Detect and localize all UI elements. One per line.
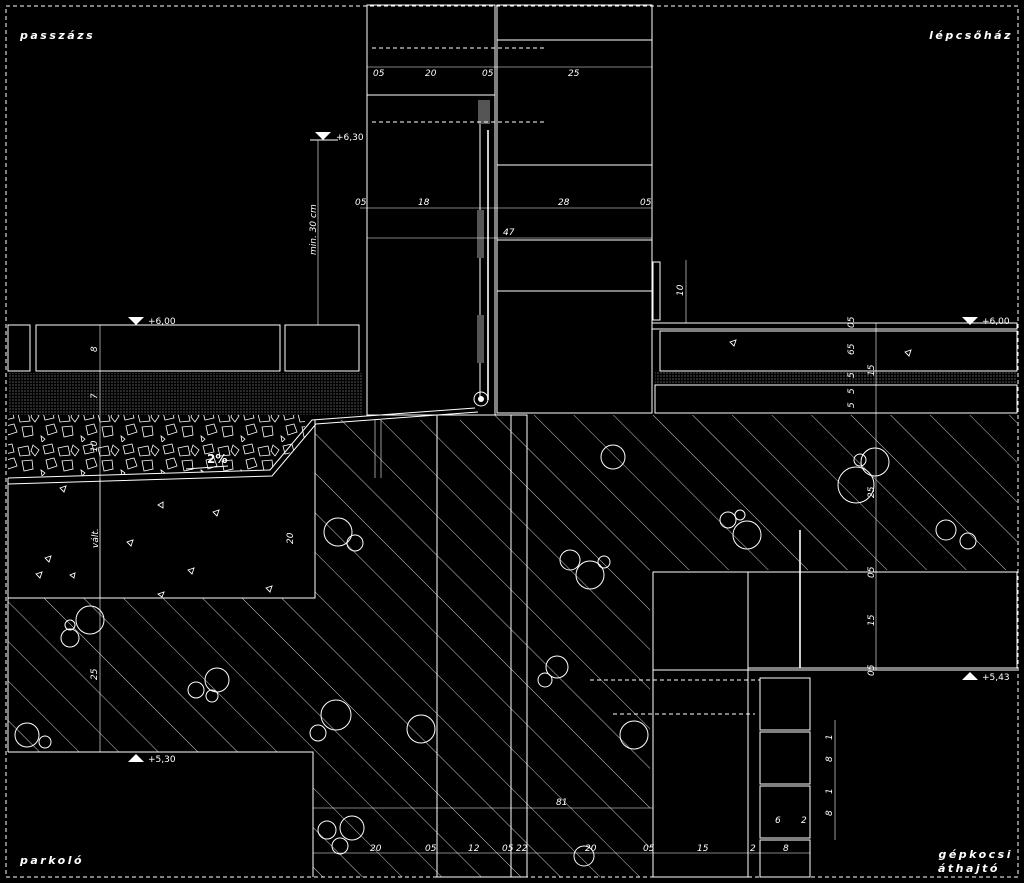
right-floor [651, 261, 1018, 414]
dim-left-3: 20 [286, 532, 296, 544]
parking-ceiling-outline [8, 751, 314, 877]
level-slab-bottom: +5,43 [982, 673, 1010, 683]
dim-bottom-8: 2 [750, 844, 756, 854]
dim-right-3: 15 [867, 364, 877, 376]
dim-right-8: 15 [867, 614, 877, 626]
dim-bottom-1: 05 [425, 844, 437, 854]
dim-brick-3: 8 [825, 810, 835, 816]
dim-bottom-5: 20 [585, 844, 597, 854]
dim-right-4: 5 [847, 388, 857, 394]
dim-bottom-6: 05 [643, 844, 655, 854]
level-top: +6,30 [336, 133, 364, 143]
label-parking: parkoló [19, 854, 84, 867]
dim-left-4: 25 [90, 668, 100, 680]
dim-right-5: 5 [847, 402, 857, 408]
dim-top-1: 20 [425, 69, 437, 79]
dim-right-6: 25 [867, 486, 877, 498]
variable-note: vált. [91, 528, 101, 548]
dimension-lines [99, 66, 877, 854]
lower-wall [374, 414, 528, 878]
dim-mid-0: 05 [355, 198, 367, 208]
dim-right-2: 5 [847, 372, 857, 378]
dim-brick-5: 2 [801, 816, 807, 826]
dim-bottom-4: 22 [516, 844, 528, 854]
dim-upturn: 10 [676, 284, 686, 296]
level-markers [128, 132, 978, 762]
concrete-mass-hatch [8, 415, 1017, 877]
label-car-passage: gépkocsi [938, 848, 1013, 861]
dim-mid-1: 18 [418, 198, 430, 208]
label-car-passage-2: áthajtó [938, 862, 1000, 875]
dim-left-1: 7 [90, 393, 100, 399]
dim-left-2: 10 [90, 440, 100, 452]
level-right: +6,00 [982, 317, 1010, 327]
dim-top-0: 05 [373, 69, 385, 79]
dim-right-7: 05 [867, 566, 877, 578]
lower-slab [590, 530, 1018, 878]
dim-brick-1: 8 [825, 756, 835, 762]
dim-brick-0: 1 [825, 734, 835, 740]
dim-bottom-9: 8 [783, 844, 789, 854]
dim-top-2: 05 [482, 69, 494, 79]
dim-mid-3: 05 [640, 198, 652, 208]
dim-total-81: 81 [556, 798, 567, 808]
dim-bottom-2: 12 [468, 844, 480, 854]
upper-wall [366, 4, 653, 416]
label-stairwell: lépcsőház [929, 29, 1013, 42]
dim-bottom-3: 05 [502, 844, 514, 854]
dim-mid-2: 28 [558, 198, 570, 208]
dim-right-0: 05 [847, 316, 857, 328]
aggregate-circles [14, 444, 977, 867]
dim-bottom-0: 20 [370, 844, 382, 854]
dim-bottom-7: 15 [697, 844, 709, 854]
label-passage: passzázs [19, 29, 95, 42]
dim-mid-total: 47 [503, 228, 515, 238]
level-left: +6,00 [148, 317, 176, 327]
dim-brick-4: 6 [775, 816, 781, 826]
slope-label: 2% [207, 452, 227, 466]
dim-left-0: 8 [90, 346, 100, 352]
dim-right-1: 65 [847, 343, 857, 355]
dim-top-3: 25 [568, 69, 580, 79]
level-parking: +5,30 [148, 755, 176, 765]
dim-right-9: 05 [867, 664, 877, 676]
dim-brick-2: 1 [825, 788, 835, 794]
min-height-note: min. 30 cm [309, 204, 319, 255]
